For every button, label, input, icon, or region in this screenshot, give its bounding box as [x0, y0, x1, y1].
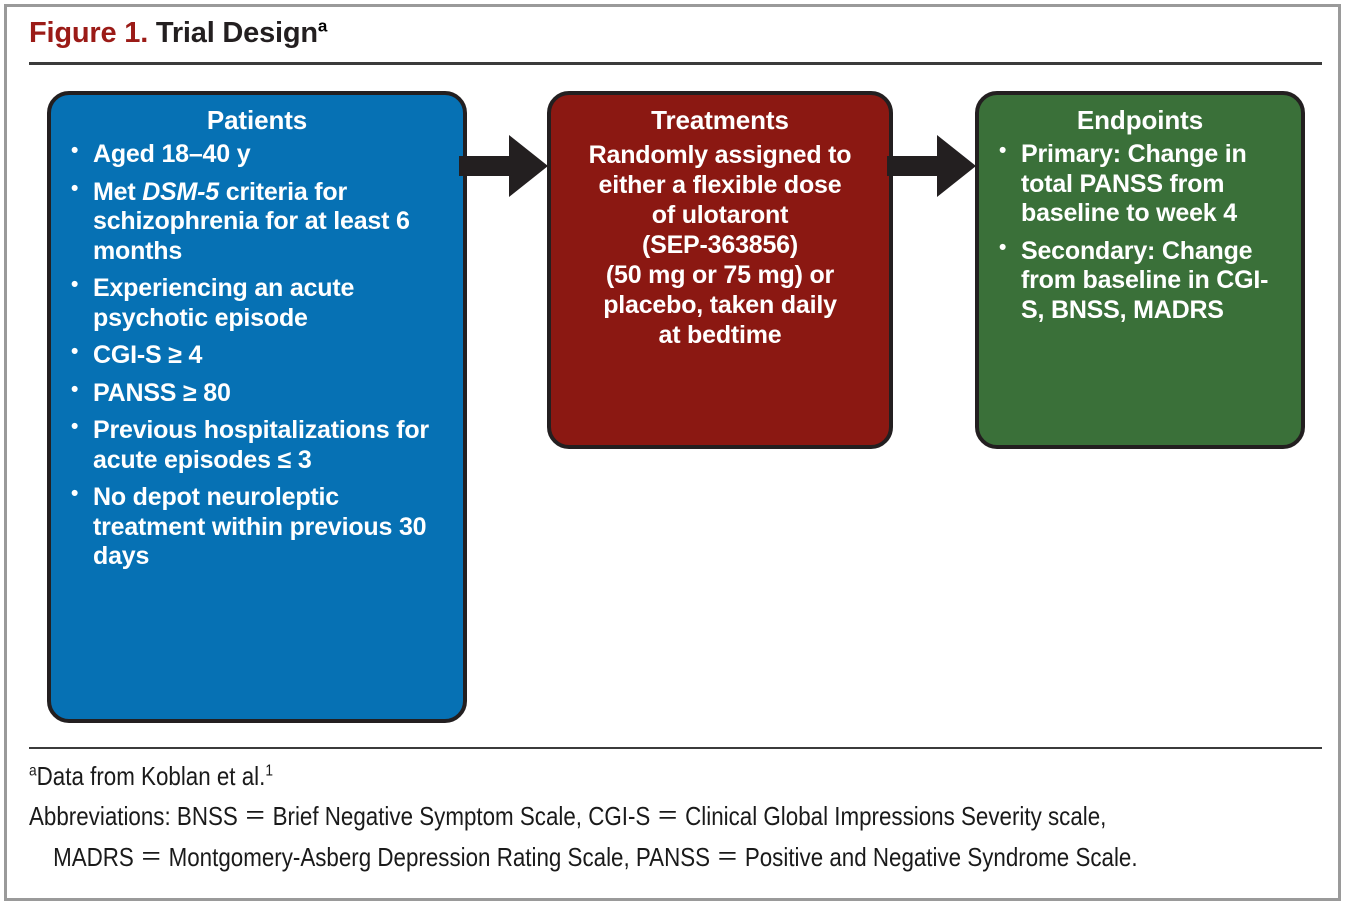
patients-criteria-list: Aged 18–40 y Met DSM-5 criteria for schi…: [65, 139, 449, 572]
endpoints-list: Primary: Change in total PANSS from base…: [993, 139, 1287, 326]
figure-title-text: Trial Design: [155, 17, 318, 49]
footnote-reference-number: 1: [265, 762, 274, 780]
patients-box: Patients Aged 18–40 y Met DSM-5 criteria…: [47, 91, 467, 723]
list-item: Met DSM-5 criteria for schizophrenia for…: [65, 177, 449, 267]
treatments-box: Treatments Randomly assigned to either a…: [547, 91, 893, 449]
list-item-text: Met: [93, 177, 143, 206]
footnote-source-text: Data from Koblan et al.: [36, 761, 266, 791]
figure-number: Figure 1.: [29, 17, 149, 49]
footnote-abbreviations-1: Abbreviations: BNSS ＝ Brief Negative Sym…: [29, 799, 1329, 833]
list-item-text: No depot neuroleptic treatment within pr…: [93, 483, 427, 570]
footnote-source: aData from Koblan et al.1: [29, 759, 1329, 793]
footnote-source-line: aData from Koblan et al.1: [29, 759, 1147, 793]
list-item-emphasis: DSM-5: [142, 177, 219, 206]
list-item: PANSS ≥ 80: [65, 378, 449, 409]
patients-box-content: Patients Aged 18–40 y Met DSM-5 criteria…: [51, 95, 463, 594]
footnote-divider: [29, 747, 1322, 749]
footnotes: aData from Koblan et al.1 Abbreviations:…: [29, 759, 1329, 880]
list-item-text: Experiencing an acute psychotic episode: [93, 274, 355, 332]
figure-frame: Figure 1. Trial Designa Patients Aged 18…: [4, 4, 1341, 901]
list-item-text: Secondary: Change from baseline in CGI-S…: [1021, 236, 1269, 324]
abbreviations-line-2: MADRS ＝ Montgomery-Asberg Depression Rat…: [53, 841, 1138, 872]
treatments-line: of ulotaront: [651, 201, 789, 229]
endpoints-box-content: Endpoints Primary: Change in total PANSS…: [979, 95, 1301, 347]
footnote-abbreviations-2: MADRS ＝ Montgomery-Asberg Depression Rat…: [29, 840, 1329, 874]
list-item-text-cont: criteria for schizophrenia for at least …: [93, 177, 410, 265]
footnote-marker: a: [29, 762, 37, 780]
list-item: Secondary: Change from baseline in CGI-S…: [993, 236, 1287, 326]
list-item: No depot neuroleptic treatment within pr…: [65, 482, 449, 572]
treatments-line: placebo, taken daily: [603, 291, 837, 319]
treatments-heading: Treatments: [651, 105, 789, 135]
list-item-text: Previous hospitalizations for acute epis…: [93, 416, 429, 474]
patients-heading: Patients: [206, 105, 308, 135]
treatments-line: Randomly assigned to: [588, 141, 852, 169]
list-item: Experiencing an acute psychotic episode: [65, 273, 449, 333]
list-item-text: PANSS ≥ 80: [93, 378, 231, 407]
endpoints-box: Endpoints Primary: Change in total PANSS…: [975, 91, 1305, 449]
title-divider: [29, 62, 1322, 65]
list-item: Aged 18–40 y: [65, 139, 449, 170]
list-item-text: Primary: Change in total PANSS from base…: [1021, 140, 1247, 227]
list-item-text: CGI-S ≥ 4: [93, 341, 203, 369]
list-item: Primary: Change in total PANSS from base…: [993, 139, 1287, 229]
figure-body: Figure 1. Trial Designa Patients Aged 18…: [7, 7, 1338, 898]
treatments-line: (SEP-363856): [641, 231, 799, 259]
list-item-text: Aged 18–40 y: [93, 140, 251, 168]
abbreviations-line-1: Abbreviations: BNSS ＝ Brief Negative Sym…: [29, 801, 1107, 832]
treatments-line: (50 mg or 75 mg) or: [605, 261, 835, 289]
figure-title: Figure 1. Trial Designa: [29, 17, 327, 50]
arrow-patients-to-treatments: [459, 133, 549, 204]
trial-flow-diagram: Patients Aged 18–40 y Met DSM-5 criteria…: [7, 91, 1338, 731]
treatments-description: Randomly assigned to either a flexible d…: [565, 140, 875, 350]
list-item: Previous hospitalizations for acute epis…: [65, 415, 449, 475]
treatments-line: at bedtime: [658, 321, 782, 349]
figure-title-footnote-marker: a: [317, 16, 328, 36]
treatments-line: either a flexible dose: [598, 171, 842, 199]
treatments-box-content: Treatments Randomly assigned to either a…: [551, 95, 889, 364]
endpoints-heading: Endpoints: [1076, 105, 1204, 135]
list-item: CGI-S ≥ 4: [65, 340, 449, 371]
arrow-treatments-to-endpoints: [887, 133, 977, 204]
